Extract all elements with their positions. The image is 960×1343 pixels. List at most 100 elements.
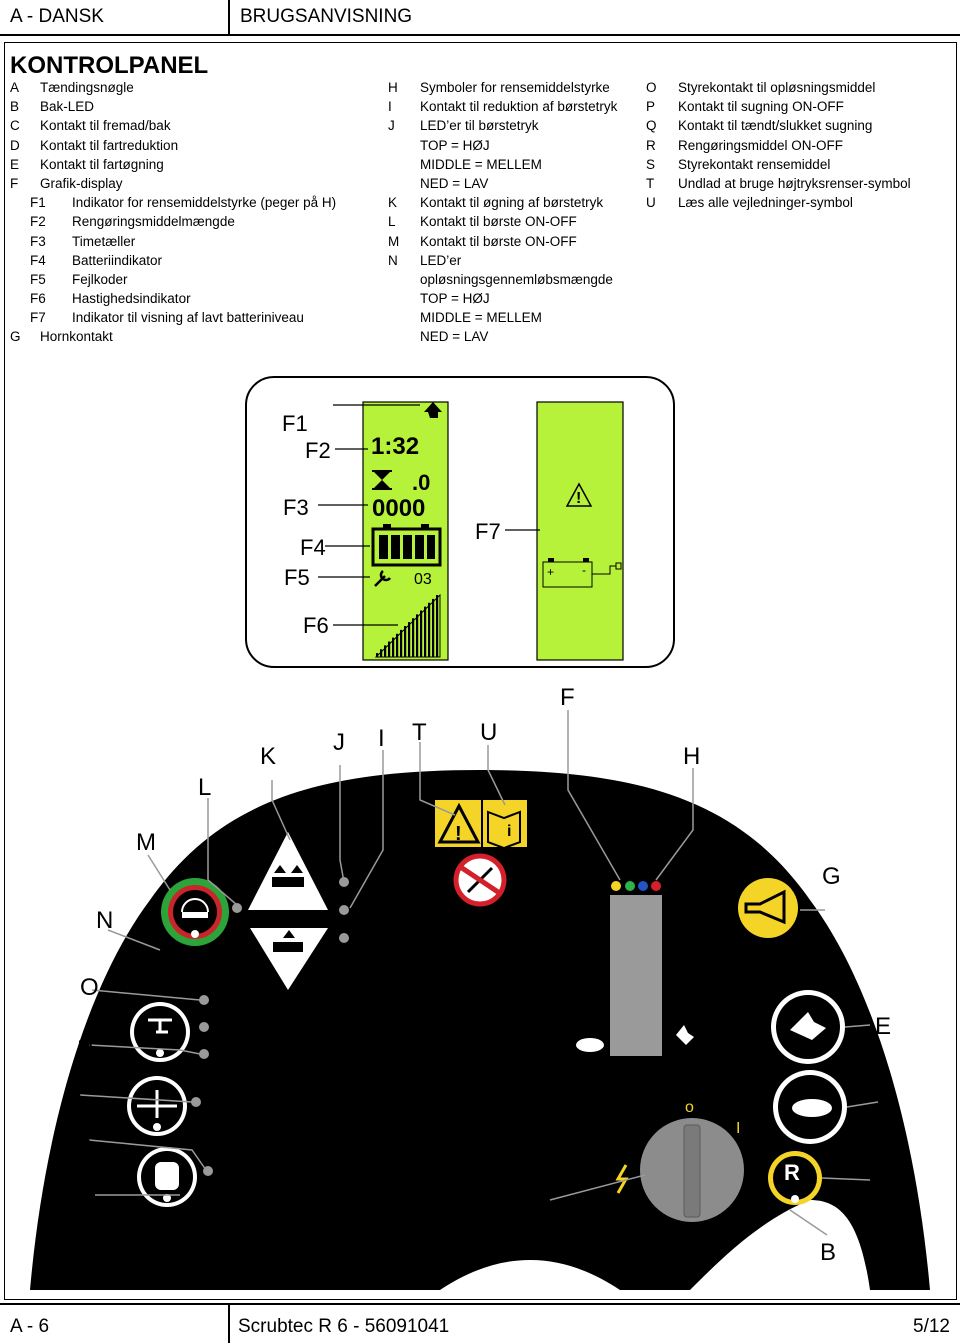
warning-icon [565, 482, 593, 507]
legend-text: Hornkontakt [40, 329, 113, 345]
legend-key: M [388, 233, 400, 249]
speed-bar [388, 641, 391, 657]
legend-text: NED = LAV [420, 329, 489, 345]
legend-text: Tændingsnøgle [40, 80, 134, 95]
brush-icon [181, 898, 209, 913]
label-f4: F4 [300, 535, 326, 560]
legend-text: Hastighedsindikator [72, 291, 191, 307]
legend-key: F3 [30, 233, 46, 249]
legend-text: Kontakt til tændt/slukket sugning [678, 118, 873, 134]
legend-text: Styrekontakt rensemiddel [678, 156, 831, 172]
speed-ramp-outline [374, 593, 441, 658]
footer-model: Scrubtec R 6 - 56091041 [238, 1316, 450, 1337]
footer-divider [228, 1305, 230, 1343]
legend-item: I Kontakt til reduktion af børstetryk [388, 97, 648, 116]
legend-key: F5 [30, 271, 46, 287]
callout-f: F [560, 684, 575, 711]
footer-page-count: 5/12 [913, 1316, 950, 1337]
lightning-icon [615, 1164, 629, 1194]
callout-d: D [880, 1091, 897, 1118]
led-blue [638, 881, 648, 891]
legend-text: Indikator til visning af lavt batteriniv… [72, 310, 304, 326]
svg-text:i: i [507, 823, 511, 840]
speed-bar [416, 614, 419, 657]
callout-e: E [875, 1013, 891, 1040]
squeegee-icon [137, 1090, 177, 1118]
speed-bar [392, 637, 395, 657]
legend-text: opløsningsgennemløbsmængde [420, 271, 613, 287]
legend-key: H [388, 80, 398, 95]
speed-bar [432, 598, 435, 657]
callout-a: A [540, 1204, 556, 1231]
callout-n: N [96, 907, 113, 934]
legend-key: E [10, 156, 20, 172]
legend-key: I [388, 99, 392, 115]
legend-key: S [646, 156, 656, 172]
callout-o: O [80, 974, 99, 1001]
hourglass-icon [374, 472, 390, 488]
label-f7: F7 [475, 519, 501, 544]
header-language: A - DANSK [10, 6, 104, 27]
speed-bar [400, 629, 403, 657]
legend-text: Batteriindikator [72, 252, 163, 268]
speed-bar [396, 633, 399, 657]
low-battery-icon: + - [542, 558, 622, 588]
svg-text:-: - [582, 563, 586, 577]
warning-mark: ! [576, 490, 581, 507]
callout-l: L [198, 774, 211, 801]
svg-text:+: + [547, 565, 554, 579]
legend-text: Timetæller [72, 233, 136, 249]
brush-pressure-decrease-button[interactable] [250, 928, 328, 990]
callout-g: G [822, 863, 841, 890]
ignition-key[interactable] [683, 1124, 701, 1218]
brush-pressure-increase-button[interactable] [248, 832, 328, 910]
callout-t: T [412, 719, 427, 746]
legend-item: O Styrekontakt til opløsningsmiddel [646, 78, 951, 97]
legend-text: Indikator for rensemiddelstyrke (peger p… [72, 195, 337, 211]
legend-text: Rengøringsmiddel ON-OFF [678, 137, 844, 153]
led-green [625, 881, 635, 891]
legend-text: Kontakt til børste ON-OFF [420, 233, 577, 249]
leader-lines [79, 710, 879, 1236]
legend-text: Kontakt til reduktion af børstetryk [420, 99, 618, 115]
content-frame [4, 42, 957, 1300]
legend-text: TOP = HØJ [420, 291, 490, 307]
legend-key: F2 [30, 214, 46, 230]
legend-item: M Kontakt til børste ON-OFF [388, 232, 648, 251]
tap-icon [148, 1018, 172, 1034]
led-yellow [611, 881, 621, 891]
rabbit-icon [676, 1025, 694, 1045]
callout-u: U [480, 719, 497, 746]
callout-r: R [75, 1134, 92, 1161]
legend-text: NED = LAV [420, 175, 489, 191]
key-off-mark: o [685, 1099, 694, 1116]
legend-text: Styrekontakt til opløsningsmiddel [678, 80, 876, 95]
speed-bar [408, 622, 411, 657]
legend-item: F3 Timetæller [10, 232, 380, 251]
legend-key: C [10, 118, 20, 134]
legend-key: O [646, 80, 657, 95]
wrench-icon [374, 570, 391, 587]
legend-text: LED’er til børstetryk [420, 118, 539, 134]
callout-c: C [872, 1169, 889, 1196]
speed-ramp [374, 593, 441, 658]
legend-item: NED = LAV [388, 174, 648, 193]
error-code: 03 [414, 571, 432, 588]
legend-text: Kontakt til fartøgning [40, 156, 164, 172]
callout-p: P [77, 1036, 93, 1063]
legend-item: S Styrekontakt rensemiddel [646, 155, 951, 174]
header-doc-type: BRUGSANVISNING [240, 6, 413, 27]
label-f6: F6 [303, 613, 329, 638]
legend-item: TOP = HØJ [388, 289, 648, 308]
legend-text: Kontakt til øgning af børstetryk [420, 195, 604, 211]
